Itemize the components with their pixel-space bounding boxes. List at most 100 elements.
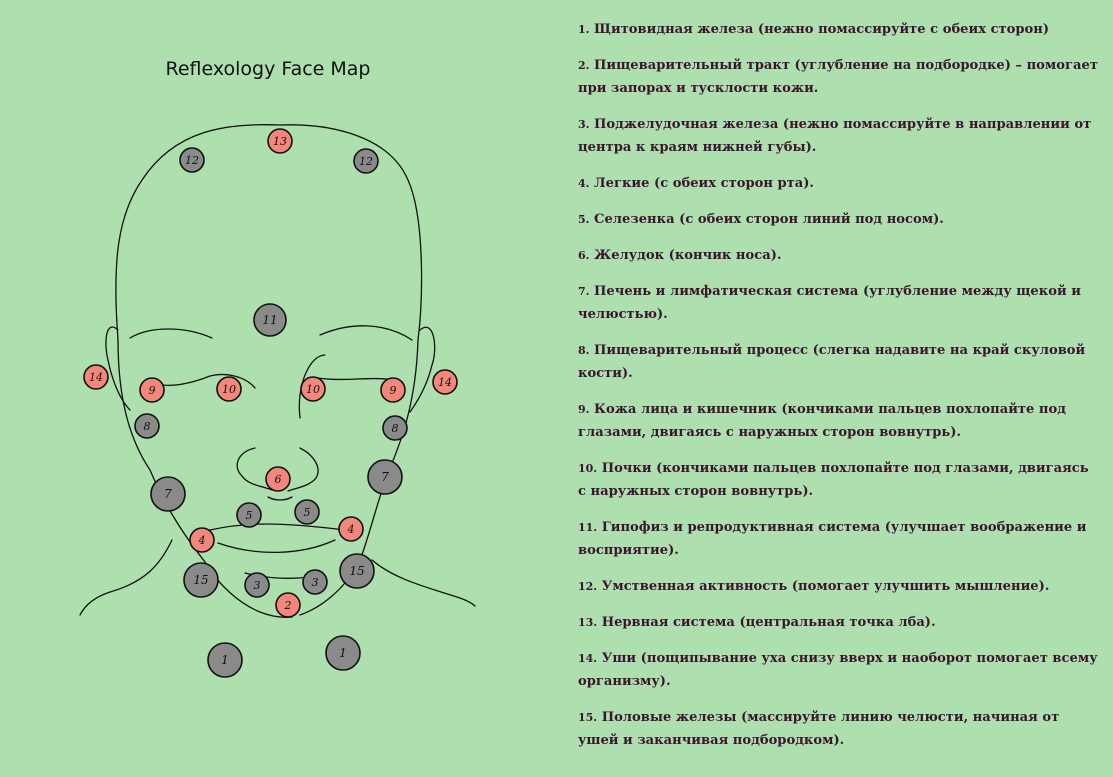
legend-item: 13. Нервная система (центральная точка л…: [578, 611, 1098, 634]
legend-item-number: 12.: [578, 580, 598, 593]
legend-item-number: 7.: [578, 285, 590, 298]
reflex-point-marker: [300, 376, 326, 402]
reflex-point-5: 5: [236, 502, 262, 528]
reflex-point-1: 1: [207, 642, 243, 678]
legend-item: 8. Пищеварительный процесс (слегка надав…: [578, 339, 1098, 385]
reflex-point-label: 5: [304, 506, 311, 519]
reflex-point-marker: [134, 413, 160, 439]
reflex-point-6: 6: [265, 466, 291, 492]
reflex-point-14: 14: [83, 364, 109, 390]
reflex-point-label: 9: [390, 384, 397, 397]
brow-left: [147, 373, 256, 389]
reflex-point-label: 15: [193, 573, 208, 587]
legend-item-text: Уши (пощипывание уха снизу вверх и наобо…: [578, 651, 1098, 689]
reflex-point-label: 4: [198, 534, 206, 547]
reflex-point-label: 4: [347, 523, 355, 536]
legend-item-number: 8.: [578, 344, 590, 357]
reflex-point-marker: [338, 516, 364, 542]
legend-item-text: Почки (кончиками пальцев похлопайте под …: [578, 461, 1089, 499]
reflex-point-label: 2: [284, 599, 292, 612]
reflex-point-8: 8: [134, 413, 160, 439]
legend-item: 11. Гипофиз и репродуктивная система (ул…: [578, 516, 1098, 562]
reflex-point-label: 3: [312, 576, 319, 589]
reflex-point-5: 5: [294, 499, 320, 525]
reflex-point-label: 8: [144, 420, 151, 433]
legend-item: 5. Селезенка (с обеих сторон линий под н…: [578, 208, 1098, 231]
reflex-point-9: 9: [380, 377, 406, 403]
reflex-point-label: 10: [306, 383, 320, 396]
reflex-point-label: 15: [349, 564, 364, 578]
reflex-point-marker: [216, 376, 242, 402]
legend-item-number: 15.: [578, 711, 598, 724]
legend-item-text: Селезенка (с обеих сторон линий под носо…: [594, 212, 944, 227]
legend-item: 2. Пищеварительный тракт (углубление на …: [578, 54, 1098, 100]
reflex-point-label: 7: [381, 470, 389, 484]
reflex-point-marker: [83, 364, 109, 390]
eye-line-right: [317, 377, 396, 381]
reflex-point-marker: [253, 303, 287, 337]
legend-item: 12. Умственная активность (помогает улуч…: [578, 575, 1098, 598]
reflex-point-marker: [244, 572, 270, 598]
legend-item-number: 9.: [578, 403, 590, 416]
legend-item-number: 1.: [578, 23, 590, 36]
legend-item: 6. Желудок (кончик носа).: [578, 244, 1098, 267]
reflex-point-7: 7: [150, 476, 186, 512]
reflex-point-marker: [183, 562, 219, 598]
reflex-point-label: 7: [164, 487, 172, 501]
reflex-point-15: 15: [339, 553, 375, 589]
reflex-point-1: 1: [325, 635, 361, 671]
right-ear: [409, 326, 436, 413]
reflex-point-10: 10: [300, 376, 326, 402]
forehead-line-right: [319, 325, 413, 341]
reflex-point-marker: [139, 377, 165, 403]
mouth-lower: [217, 539, 336, 554]
legend-item-number: 2.: [578, 59, 590, 72]
reflex-point-marker: [236, 502, 262, 528]
reflex-point-8: 8: [382, 415, 408, 441]
reflex-point-marker: [207, 642, 243, 678]
reflex-point-marker: [325, 635, 361, 671]
reflex-point-marker: [275, 592, 301, 618]
legend-item: 15. Половые железы (массируйте линию чел…: [578, 706, 1098, 752]
reflex-point-label: 12: [359, 155, 373, 168]
reflex-point-marker: [267, 128, 293, 154]
legend-item-text: Гипофиз и репродуктивная система (улучша…: [578, 520, 1087, 558]
reflex-point-marker: [179, 147, 205, 173]
reflex-point-10: 10: [216, 376, 242, 402]
legend-item-text: Легкие (с обеих сторон рта).: [594, 176, 814, 191]
brow-right: [298, 354, 326, 419]
legend-item-number: 4.: [578, 177, 590, 190]
reflex-point-marker: [302, 569, 328, 595]
reflex-point-label: 14: [89, 371, 103, 384]
legend-item-number: 5.: [578, 213, 590, 226]
legend-item-text: Половые железы (массируйте линию челюсти…: [578, 710, 1060, 748]
nose-left: [236, 447, 273, 491]
legend-item: 10. Почки (кончиками пальцев похлопайте …: [578, 457, 1098, 503]
legend-item: 1. Щитовидная железа (нежно помассируйте…: [578, 18, 1098, 41]
legend-item-text: Пищеварительный процесс (слегка надавите…: [578, 343, 1086, 381]
reflex-point-marker: [382, 415, 408, 441]
reflex-point-marker: [265, 466, 291, 492]
reflex-point-9: 9: [139, 377, 165, 403]
head-outline: [115, 124, 423, 341]
mouth-upper: [209, 523, 346, 531]
legend-item-text: Кожа лица и кишечник (кончиками пальцев …: [578, 402, 1066, 440]
legend-item-text: Нервная система (центральная точка лба).: [601, 615, 936, 630]
reflex-point-label: 14: [438, 376, 452, 389]
legend-item-number: 6.: [578, 249, 590, 262]
reflex-point-12: 12: [179, 147, 205, 173]
left-ear: [105, 326, 131, 411]
reflex-point-label: 6: [275, 473, 282, 486]
reflex-point-label: 9: [149, 384, 156, 397]
legend-item-number: 14.: [578, 652, 598, 665]
legend-item-text: Щитовидная железа (нежно помассируйте с …: [594, 22, 1050, 37]
reflex-point-label: 11: [262, 313, 277, 327]
legend-item-number: 13.: [578, 616, 598, 629]
reflex-point-4: 4: [189, 527, 215, 553]
reflex-point-label: 8: [392, 422, 399, 435]
legend-item-text: Желудок (кончик носа).: [594, 248, 782, 263]
face-right-contour: [299, 339, 419, 616]
reflex-point-2: 2: [275, 592, 301, 618]
